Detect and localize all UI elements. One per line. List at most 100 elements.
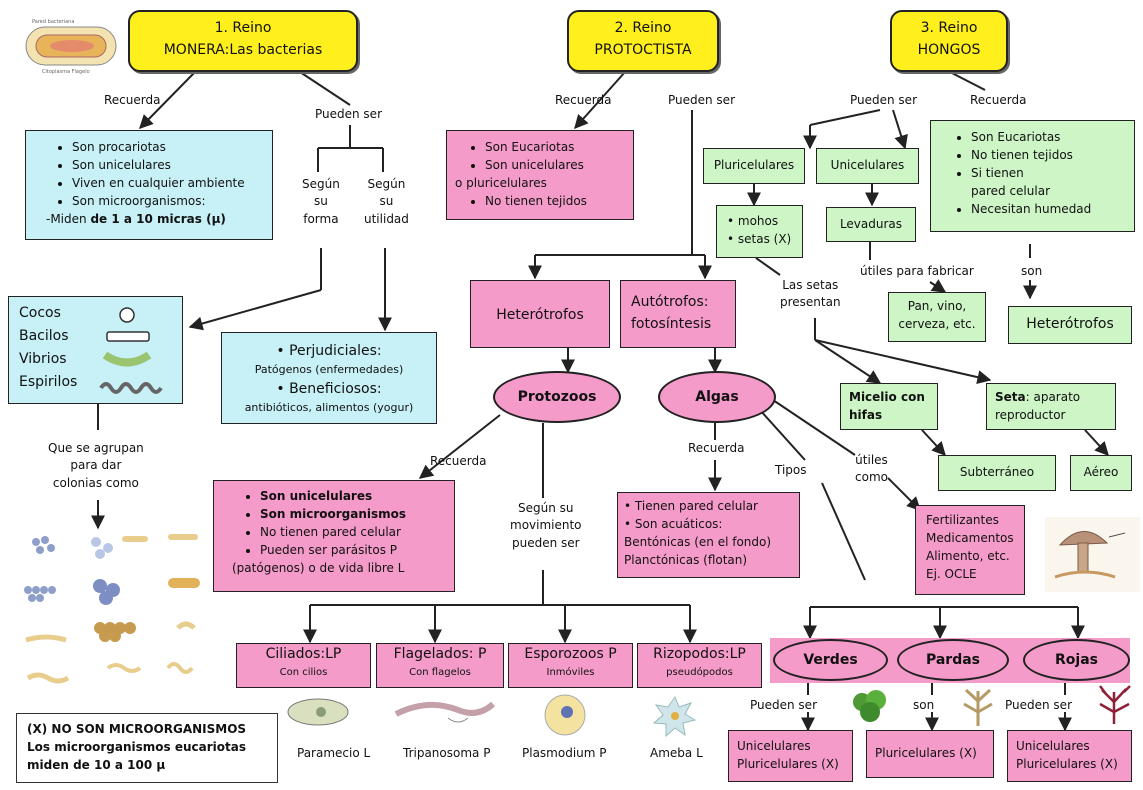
pardas-son-label: son: [913, 698, 935, 712]
flagelados-title: Flagelados: P: [393, 646, 487, 662]
micelio-line: hifas: [849, 408, 883, 422]
rojas-pueden-ser-label: Pueden ser: [1005, 698, 1073, 712]
rojas-result-box: Unicelulares Pluricelulares (X): [1007, 730, 1132, 782]
algas-facts-box: • Tienen pared celular • Son acuáticos: …: [617, 492, 800, 578]
setas-item: • setas (X): [727, 232, 792, 246]
brown-alga-illustration: [963, 688, 993, 726]
tipos-label: Tipos: [775, 463, 807, 477]
seta-box: Seta: aparato reproductor: [986, 383, 1116, 430]
colonies-illustration: [24, 534, 200, 684]
protoctista-recuerda-label: Recuerda: [555, 93, 612, 107]
hongos-heterotrofos-box: Heterótrofos: [1008, 306, 1132, 344]
protoctista-facts-box: Son Eucariotas Son unicelulares o pluric…: [446, 130, 634, 220]
esporozoos-box: Esporozoos P Inmóviles: [508, 643, 633, 688]
levaduras-box: Levaduras: [826, 207, 916, 242]
utiles-fabricar-label: útiles para fabricar: [860, 264, 974, 278]
ameba-illustration: [652, 695, 697, 738]
pan-line: Pan, vino,: [907, 299, 967, 313]
paramecio-label: Paramecio L: [297, 746, 371, 760]
subterraneo-box: Subterráneo: [938, 455, 1056, 491]
algas-fact: • Son acuáticos:: [624, 517, 723, 531]
pardas-result-line: Pluricelulares (X): [875, 746, 977, 760]
kingdom-monera-header: 1. Reino MONERA:Las bacterias: [128, 10, 358, 72]
monera-fact: Son microorganismos:: [72, 192, 272, 210]
note-line: miden de 10 a 100 µ: [27, 758, 166, 772]
kingdom-protoctista-header: 2. Reino PROTOCTISTA: [567, 10, 719, 72]
protoctista-fact: o pluricelulares: [455, 176, 547, 190]
protozoos-recuerda-label: Recuerda: [430, 454, 487, 468]
ciliados-title: Ciliados:LP: [265, 646, 342, 662]
red-alga-illustration: [1099, 685, 1131, 724]
heterotrofos-box: Heterótrofos: [470, 280, 610, 348]
green-alga-illustration: [853, 690, 886, 722]
algas-fact: • Tienen pared celular: [624, 499, 758, 513]
pardas-result-box: Pluricelulares (X): [866, 730, 994, 778]
protozoos-fact: (patógenos) o de vida libre L: [232, 561, 405, 575]
algas-fact: Planctónicas (flotan): [624, 553, 748, 567]
rizopodos-sub: pseudópodos: [666, 667, 733, 678]
verdes-result-line: Pluricelulares (X): [737, 757, 839, 771]
bacteria-utility-box: • Perjudiciales: Patógenos (enfermedades…: [221, 332, 437, 424]
ameba-label: Ameba L: [650, 746, 703, 760]
utiles-item: Ej. OCLE: [926, 567, 977, 581]
utility-beneficiosos-title: • Beneficiosos:: [276, 380, 382, 397]
algas-utiles-box: Fertilizantes Medicamentos Alimento, etc…: [915, 505, 1025, 595]
esporozoos-sub: Inmóviles: [546, 667, 595, 678]
protoctista-pueden-ser-label: Pueden ser: [668, 93, 736, 107]
hongos-fact: Si tienen pared celular: [971, 164, 1051, 200]
ciliados-sub: Con cilios: [279, 667, 328, 678]
rojas-result-line: Unicelulares: [1016, 739, 1090, 753]
monera-fact: Son procariotas: [72, 138, 272, 156]
protozoos-fact: No tienen pared celular: [260, 523, 454, 541]
monera-title-line1: 1. Reino: [214, 20, 272, 36]
utility-perjudiciales-sub: Patógenos (enfermedades): [254, 363, 404, 376]
pan-vino-box: Pan, vino, cerveza, etc.: [888, 292, 986, 342]
aereo-box: Aéreo: [1070, 455, 1132, 491]
note-line: Los microorganismos eucariotas: [27, 740, 246, 754]
hongos-fact: No tienen tejidos: [971, 146, 1134, 164]
autotrofos-box: Autótrofos: fotosíntesis: [620, 280, 736, 348]
monera-title-line2: MONERA:Las bacterias: [163, 42, 323, 58]
monera-facts-box: Son procariotas Son unicelulares Viven e…: [25, 130, 273, 240]
utility-beneficiosos-sub: antibióticos, alimentos (yogur): [244, 400, 414, 414]
verdes-pueden-ser-label: Pueden ser: [750, 698, 818, 712]
mushroom-illustration: [1045, 517, 1140, 592]
kingdom-hongos-header: 3. Reino HONGOS: [890, 10, 1008, 72]
plasmodium-label: Plasmodium P: [522, 746, 607, 760]
flagelados-box: Flagelados: P Con flagelos: [376, 643, 504, 688]
micelio-box: Micelio con hifas: [840, 383, 938, 430]
form-vibrios: Vibrios: [19, 351, 67, 367]
rojas-result-line: Pluricelulares (X): [1016, 757, 1118, 771]
verdes-ellipse: Verdes: [773, 639, 888, 681]
rojas-ellipse: Rojas: [1023, 639, 1130, 681]
note-title: (X) NO SON MICROORGANISMOS: [27, 722, 247, 736]
algas-fact: Bentónicas (en el fondo): [624, 535, 772, 549]
utility-perjudiciales-title: • Perjudiciales:: [276, 343, 382, 359]
unicelulares-box: Unicelulares: [816, 148, 919, 184]
protoctista-fact: No tienen tejidos: [485, 192, 633, 210]
svg-text:Citoplasma Flagelo: Citoplasma Flagelo: [42, 69, 90, 75]
hongos-fact: Son Eucariotas: [971, 128, 1134, 146]
protoctista-title-line1: 2. Reino: [614, 20, 672, 36]
monera-recuerda-label: Recuerda: [104, 93, 161, 107]
monera-fact: Son unicelulares: [72, 156, 272, 174]
algas-recuerda-label: Recuerda: [688, 441, 745, 455]
hongos-pueden-ser-label: Pueden ser: [850, 93, 918, 107]
verdes-result-line: Unicelulares: [737, 739, 811, 753]
hongos-recuerda-label: Recuerda: [970, 93, 1027, 107]
bacteria-shapes-icon: [99, 307, 163, 394]
hongos-title-line1: 3. Reino: [920, 20, 978, 36]
plasmodium-illustration: [544, 694, 586, 736]
monera-size-value: de 1 a 10 micras (µ): [90, 212, 226, 226]
autotrofos-line2: fotosíntesis: [631, 316, 712, 332]
form-bacilos: Bacilos: [19, 328, 69, 344]
form-espirilos: Espirilos: [19, 374, 78, 390]
bacteria-forms-box: Cocos Bacilos Vibrios Espirilos: [8, 296, 183, 404]
ciliados-box: Ciliados:LP Con cilios: [236, 643, 371, 688]
